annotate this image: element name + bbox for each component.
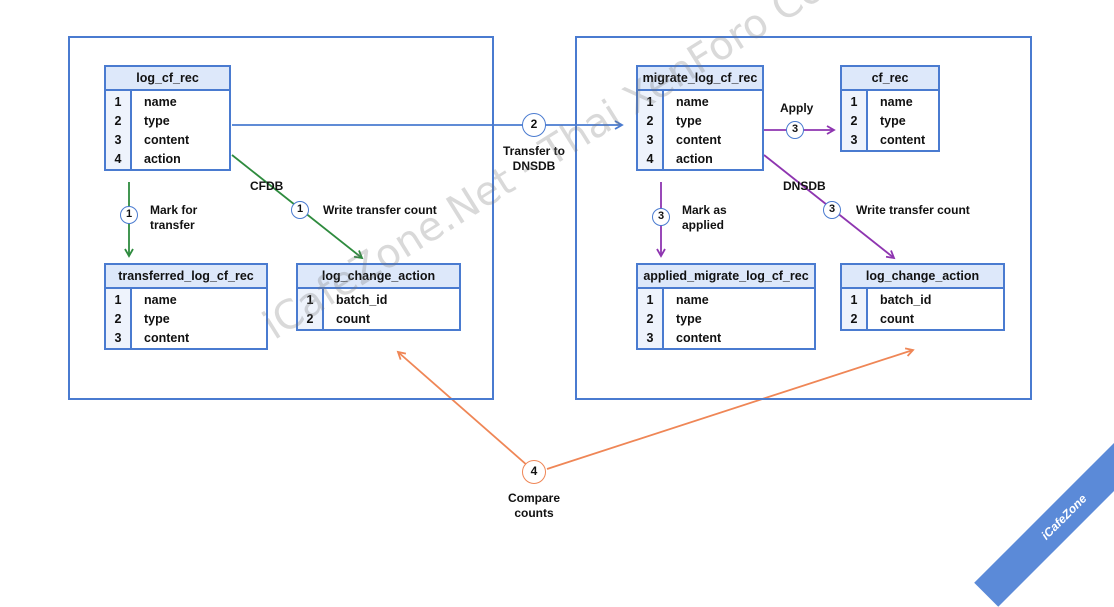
- table-title: applied_migrate_log_cf_rec: [638, 265, 814, 289]
- dnsdb-container: [575, 36, 1032, 400]
- label-mark-as-applied: Mark as applied: [682, 203, 727, 232]
- row-field: batch_id: [336, 293, 388, 307]
- row-index: 2: [850, 114, 858, 128]
- table-title: log_change_action: [298, 265, 459, 289]
- step-4-compare-counts: 4: [522, 460, 546, 484]
- step-1-mark-for-transfer: 1: [120, 206, 138, 224]
- label-apply: Apply: [780, 101, 814, 115]
- row-index: 2: [114, 312, 122, 326]
- row-index: 2: [850, 312, 858, 326]
- row-index: 3: [850, 133, 858, 147]
- table-title: cf_rec: [842, 67, 938, 91]
- table-cf-rec: cf_rec 1 2 3 name type content: [840, 65, 940, 152]
- row-index: 3: [114, 331, 122, 345]
- row-field: name: [676, 95, 709, 109]
- row-field: content: [880, 133, 926, 147]
- row-index: 1: [114, 95, 122, 109]
- row-field: name: [880, 95, 913, 109]
- table-transferred-log-cf-rec: transferred_log_cf_rec 1 2 3 name type content: [104, 263, 268, 350]
- step-3-mark-as-applied: 3: [652, 208, 670, 226]
- row-index: 1: [114, 293, 122, 307]
- row-field: action: [676, 152, 713, 166]
- label-transfer-to-dnsdb: Transfer to DNSDB: [502, 144, 565, 173]
- step-1-write-transfer-count: 1: [291, 201, 309, 219]
- row-field: action: [144, 152, 181, 166]
- cfdb-container: [68, 36, 494, 400]
- label-cfdb: CFDB: [250, 179, 284, 193]
- row-index: 1: [850, 293, 858, 307]
- row-index: 4: [114, 152, 122, 166]
- row-index: 3: [646, 133, 654, 147]
- table-title: log_cf_rec: [106, 67, 229, 91]
- row-field: type: [676, 114, 702, 128]
- row-index: 1: [306, 293, 314, 307]
- row-field: name: [144, 95, 177, 109]
- row-index: 2: [114, 114, 122, 128]
- row-index: 2: [646, 114, 654, 128]
- row-field: name: [676, 293, 709, 307]
- row-field: type: [676, 312, 702, 326]
- row-index: 3: [646, 331, 654, 345]
- table-title: log_change_action: [842, 265, 1003, 289]
- row-field: content: [144, 331, 190, 345]
- table-migrate-log-cf-rec: migrate_log_cf_rec 1 2 3 4 name type content act…: [636, 65, 764, 171]
- step-3-apply: 3: [786, 121, 804, 139]
- row-field: type: [144, 312, 170, 326]
- label-dnsdb: DNSDB: [783, 179, 826, 193]
- table-title: migrate_log_cf_rec: [638, 67, 762, 91]
- label-mark-for-transfer: Mark for transfer: [150, 203, 198, 232]
- row-index: 1: [646, 95, 654, 109]
- row-index: 3: [114, 133, 122, 147]
- table-applied-migrate-log-cf-rec: applied_migrate_log_cf_rec 1 2 3 name type con…: [636, 263, 816, 350]
- row-index: 2: [646, 312, 654, 326]
- row-index: 4: [646, 152, 654, 166]
- table-title: transferred_log_cf_rec: [106, 265, 266, 289]
- row-field: content: [144, 133, 190, 147]
- row-field: content: [676, 331, 722, 345]
- arrow-compare-left: [396, 350, 529, 467]
- row-field: type: [880, 114, 906, 128]
- row-index: 1: [646, 293, 654, 307]
- table-log-cf-rec: log_cf_rec 1 2 3 4 name type content action: [104, 65, 231, 171]
- row-field: count: [880, 312, 915, 326]
- label-write-transfer-count-left: Write transfer count: [323, 203, 437, 217]
- row-field: name: [144, 293, 177, 307]
- row-field: count: [336, 312, 371, 326]
- row-index: 2: [306, 312, 314, 326]
- row-field: batch_id: [880, 293, 932, 307]
- label-write-transfer-count-right: Write transfer count: [856, 203, 970, 217]
- arrow-compare-right: [546, 347, 915, 470]
- step-3-write-transfer-count: 3: [823, 201, 841, 219]
- row-field: type: [144, 114, 170, 128]
- row-index: 1: [850, 95, 858, 109]
- row-field: content: [676, 133, 722, 147]
- label-compare-counts: Compare counts: [507, 491, 560, 520]
- step-2-transfer: 2: [522, 113, 546, 137]
